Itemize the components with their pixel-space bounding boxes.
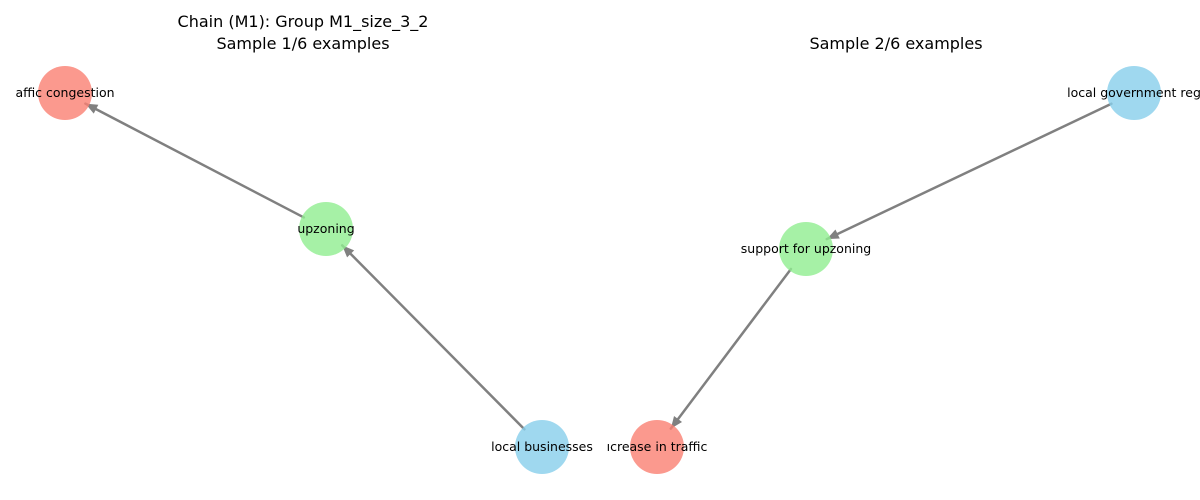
panel1-node-label-n3: local businesses [491,439,593,454]
panel1-node-label-n1: affic congestion [15,85,114,100]
panel1-node-label-n2: upzoning [297,221,354,236]
panel2-edge-m2-to-m3 [669,267,793,430]
panel2-edge-m1-to-m2 [825,102,1113,241]
nodes-layer [38,66,1161,474]
panel2-arrowhead-m3 [670,416,683,429]
panel1-title-line1: Chain (M1): Group M1_size_3_2 [178,12,429,32]
panel2-node-label-m3: ıcrease in traffic [607,439,708,454]
panel1-node-n2 [299,202,353,256]
panel1-edge-n2-to-n1 [84,102,306,219]
panel1-node-n3 [515,420,569,474]
panel1-edge-n3-to-n2 [340,244,526,431]
panel1-title-line2: Sample 1/6 examples [216,34,389,53]
panel2-node-label-m1: local government reg [1067,85,1200,100]
panel1-arrowhead-n1 [85,103,99,114]
panel2-node-m2 [779,222,833,276]
panel2-title-line2: Sample 2/6 examples [809,34,982,53]
panel2-node-m1 [1107,66,1161,120]
panel1-node-n1 [38,66,92,120]
panel2-node-label-m2: support for upzoning [741,241,871,256]
panel1-arrowhead-n2 [342,245,355,258]
edges-layer [84,102,1113,431]
panel2-node-m3 [630,420,684,474]
labels-layer: affic congestion upzoning local businesses… [15,85,1200,454]
